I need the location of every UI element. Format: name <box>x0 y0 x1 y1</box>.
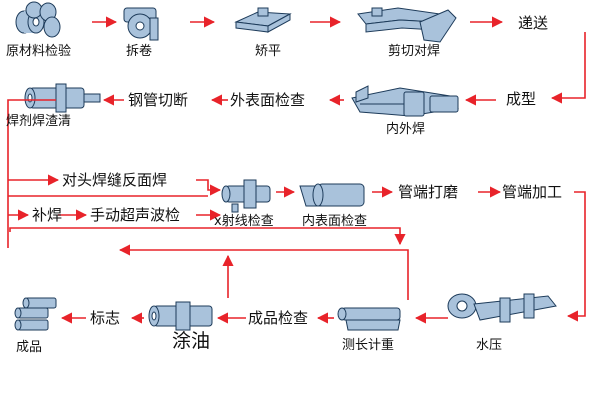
step-uncoiling: 拆卷 <box>126 44 153 59</box>
step-raw-material-inspection: 原材料检验 <box>6 44 72 59</box>
step-oiling: 涂油 <box>172 330 211 352</box>
pipe-cutter-icon <box>24 83 101 113</box>
welder-machine-icon <box>351 85 459 117</box>
inner-inspect-icon <box>299 183 365 207</box>
step-end-machining: 管端加工 <box>502 183 563 201</box>
shear-welder-icon <box>357 7 457 43</box>
step-inner-outer-welding: 内外焊 <box>386 122 426 137</box>
step-flux-slag-cleaning: 焊剂焊渣清 <box>6 114 72 129</box>
step-pipe-cutting: 钢管切断 <box>128 91 189 109</box>
step-marking: 标志 <box>90 309 121 327</box>
flow-arrows <box>7 16 586 324</box>
step-forming: 成型 <box>506 90 537 108</box>
step-length-weight-measure: 测长计重 <box>342 338 395 353</box>
step-xray-inspection: x射线检查 <box>214 214 274 229</box>
uncoiler-icon <box>123 7 159 41</box>
arrow <box>118 244 409 300</box>
step-hydro-test: 水压 <box>476 338 503 353</box>
step-final-inspection: 成品检查 <box>248 309 309 327</box>
step-manual-ultrasonic: 手动超声波检 <box>90 206 181 224</box>
step-inner-surface-check: 内表面检查 <box>302 214 368 229</box>
xray-machine-icon <box>221 179 271 213</box>
leveler-icon <box>234 7 292 33</box>
coil-stack-icon <box>15 1 61 38</box>
step-end-grinding: 管端打磨 <box>398 183 459 201</box>
step-finished-product: 成品 <box>16 340 43 355</box>
step-leveling: 矫平 <box>255 44 282 59</box>
oiling-machine-icon <box>148 301 213 331</box>
step-conveying: 递送 <box>518 14 549 32</box>
step-repair-weld: 补焊 <box>32 206 63 224</box>
arrow <box>550 32 586 104</box>
step-outer-surface-check: 外表面检查 <box>230 91 306 109</box>
arrow <box>7 99 56 248</box>
finished-pipes-icon <box>14 297 57 331</box>
hydro-tester-icon <box>447 293 557 323</box>
arrow <box>9 227 406 246</box>
measuring-table-icon <box>337 307 401 331</box>
step-shear-butt-weld: 剪切对焊 <box>388 44 441 59</box>
step-reverse-side-weld: 对头焊缝反面焊 <box>62 171 168 189</box>
arrow <box>566 191 586 322</box>
arrow <box>196 179 222 196</box>
